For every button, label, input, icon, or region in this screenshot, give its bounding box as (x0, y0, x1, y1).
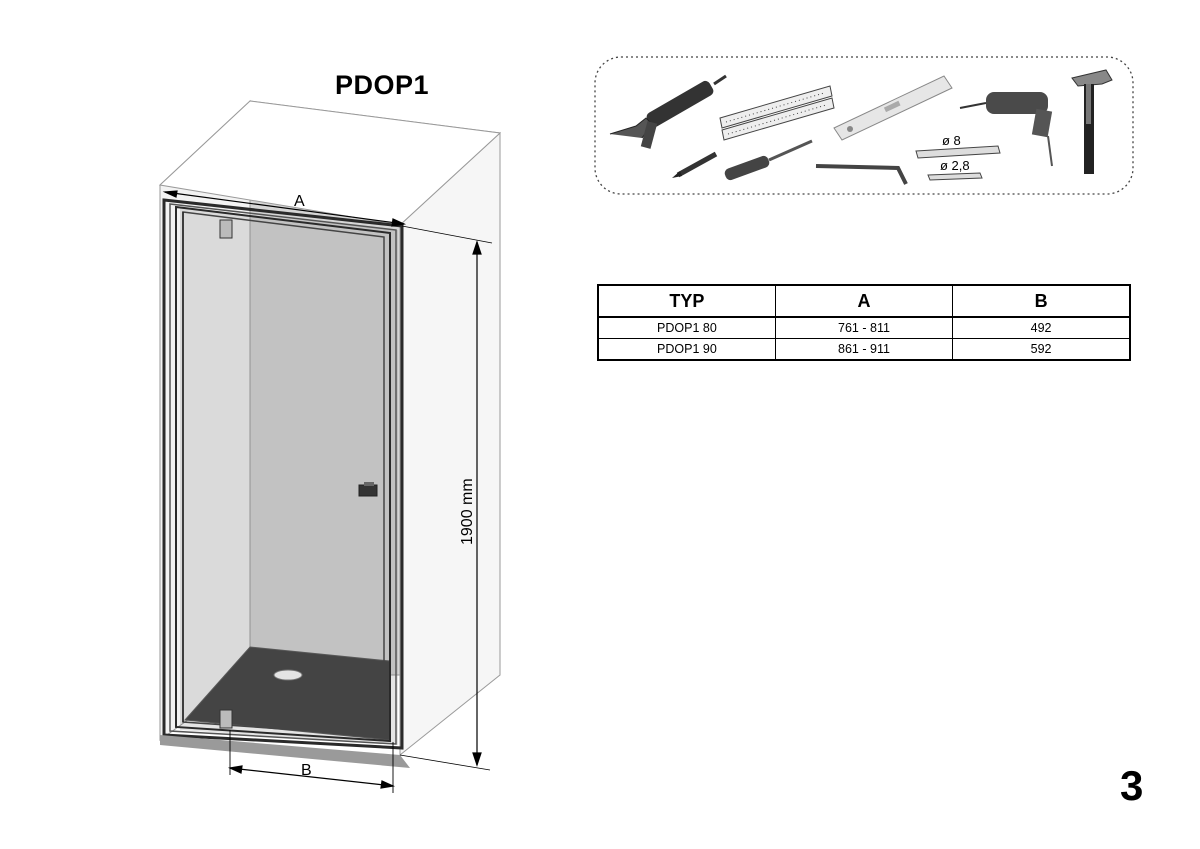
bottom-hinge (219, 709, 233, 729)
power-drill-icon (959, 92, 1053, 167)
spec-table: TYP A B PDOP1 80 761 - 811 492 PDOP1 90 … (597, 284, 1131, 361)
cell-a: 861 - 911 (774, 338, 954, 361)
top-hinge (219, 219, 233, 239)
required-tools-panel: SILICONE RAVAK ø 8 ø 2,8 (594, 56, 1134, 195)
cell-b: 492 (952, 316, 1131, 339)
dimension-b (227, 730, 396, 793)
drill-bit-2-8-icon: ø 2,8 (927, 158, 983, 181)
floor-edge (160, 735, 410, 768)
dimension-a (162, 190, 493, 244)
folding-ruler-icon (719, 85, 835, 141)
shower-door-diagram: A 1900 mm B (158, 99, 502, 793)
pencil-icon (672, 151, 718, 178)
cell-b: 592 (952, 338, 1131, 361)
shower-tray (183, 646, 391, 741)
height-label: 1900 mm (459, 478, 476, 545)
page-number: 3 (1120, 762, 1144, 809)
header-b: B (952, 284, 1131, 318)
drill-bit-8-icon: ø 8 (915, 133, 1001, 159)
cell-typ: PDOP1 90 (597, 338, 776, 361)
allen-key-icon (815, 164, 908, 185)
dimension-height (399, 240, 491, 771)
drill-bit-2-8-label: ø 2,8 (940, 158, 970, 173)
drill-bit-8-label: ø 8 (942, 133, 961, 148)
cell-typ: PDOP1 80 (597, 316, 776, 339)
dim-a-label: A (294, 193, 305, 210)
drain (273, 669, 303, 681)
spirit-level-icon (833, 75, 953, 141)
table-row: PDOP1 80 761 - 811 492 (597, 316, 1131, 339)
door-handle (358, 484, 378, 497)
table-header-row: TYP A B (597, 284, 1131, 318)
table-row: PDOP1 90 861 - 911 592 (597, 338, 1131, 361)
header-a: A (774, 284, 954, 318)
room-walls (158, 99, 502, 757)
dim-b-label: B (301, 762, 312, 779)
glass-panel (180, 208, 398, 745)
hammer-icon (1071, 69, 1113, 174)
cell-a: 761 - 811 (774, 316, 954, 339)
screwdriver-icon (724, 139, 813, 181)
product-title: PDOP1 (335, 70, 430, 100)
door-frame (162, 198, 404, 750)
header-typ: TYP (597, 284, 776, 318)
caulk-gun-icon: SILICONE RAVAK (609, 74, 727, 149)
